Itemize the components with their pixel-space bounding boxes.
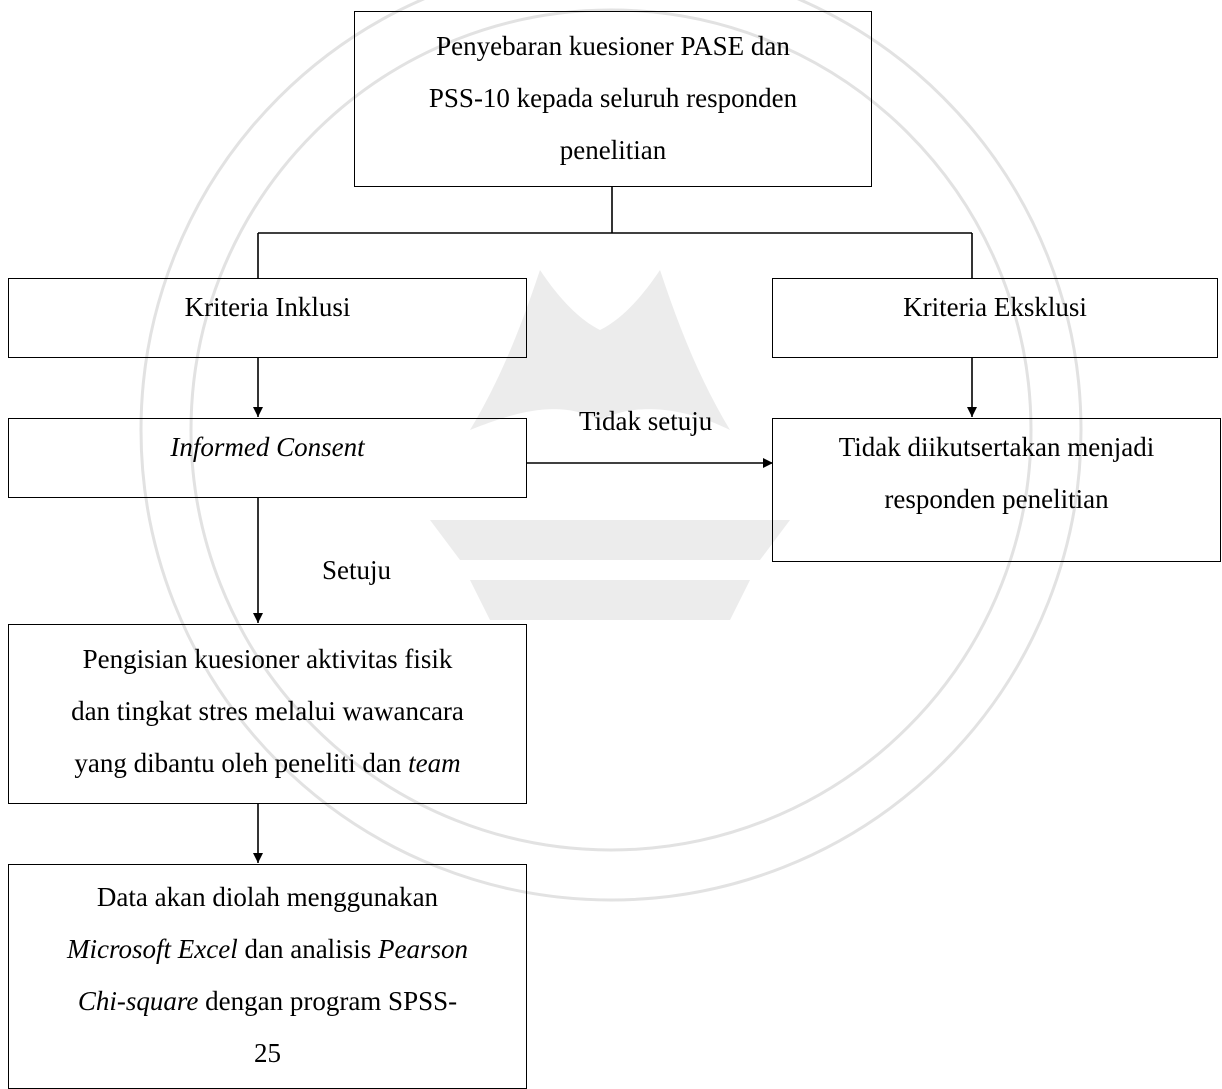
node-text-line: Informed Consent xyxy=(9,421,526,473)
text-run: responden penelitian xyxy=(884,484,1109,514)
node-text-line: Kriteria Eksklusi xyxy=(773,281,1217,333)
node-text-line: 25 xyxy=(9,1027,526,1079)
italic-text-run: Chi-square xyxy=(77,986,199,1016)
text-run: Data akan diolah menggunakan xyxy=(96,882,439,912)
node-inclusion-criteria: Kriteria Inklusi xyxy=(8,278,527,358)
node-questionnaire-filling: Pengisian kuesioner aktivitas fisik dan t… xyxy=(8,624,527,804)
node-not-included: Tidak diikutsertakan menjadi responden pe… xyxy=(772,418,1221,562)
node-exclusion-criteria: Kriteria Eksklusi xyxy=(772,278,1218,358)
italic-text-run: Informed Consent xyxy=(170,432,365,462)
edge-label-agree: Setuju xyxy=(322,555,392,585)
node-text-line: Data akan diolah menggunakan xyxy=(9,871,526,923)
text-run: Penyebaran kuesioner PASE dan xyxy=(436,31,790,61)
node-text-line: dan tingkat stres melalui wawancara xyxy=(9,685,526,737)
node-text-line: Kriteria Inklusi xyxy=(9,281,526,333)
italic-text-run: Pearson xyxy=(377,934,468,964)
text-run: 25 xyxy=(254,1038,281,1068)
text-run: PSS-10 kepada seluruh responden xyxy=(428,83,798,113)
node-text-line: PSS-10 kepada seluruh responden xyxy=(355,72,871,124)
italic-text-run: team xyxy=(408,748,461,778)
node-text-line: Pengisian kuesioner aktivitas fisik xyxy=(9,633,526,685)
text-run: Tidak diikutsertakan menjadi xyxy=(838,432,1155,462)
text-run: penelitian xyxy=(559,135,667,165)
text-run: dengan program SPSS- xyxy=(198,986,458,1016)
node-text-line: penelitian xyxy=(355,124,871,176)
text-run: Pengisian kuesioner aktivitas fisik xyxy=(82,644,453,674)
edge-label-disagree: Tidak setuju xyxy=(579,406,713,436)
node-text-line: Microsoft Excel dan analisis Pearson xyxy=(9,923,526,975)
node-text-line: responden penelitian xyxy=(773,473,1220,525)
node-text-line: Chi-square dengan program SPSS- xyxy=(9,975,526,1027)
text-run: Kriteria Inklusi xyxy=(184,292,351,322)
node-text-line: Penyebaran kuesioner PASE dan xyxy=(355,20,871,72)
text-run: yang dibantu oleh peneliti dan xyxy=(74,748,409,778)
italic-text-run: Microsoft Excel xyxy=(67,934,238,964)
text-run: dan analisis xyxy=(237,934,378,964)
node-informed-consent: Informed Consent xyxy=(8,418,527,498)
node-text-line: yang dibantu oleh peneliti dan team xyxy=(9,737,526,789)
text-run: Kriteria Eksklusi xyxy=(903,292,1087,322)
text-run: dan tingkat stres melalui wawancara xyxy=(71,696,464,726)
node-text-line: Tidak diikutsertakan menjadi xyxy=(773,421,1220,473)
